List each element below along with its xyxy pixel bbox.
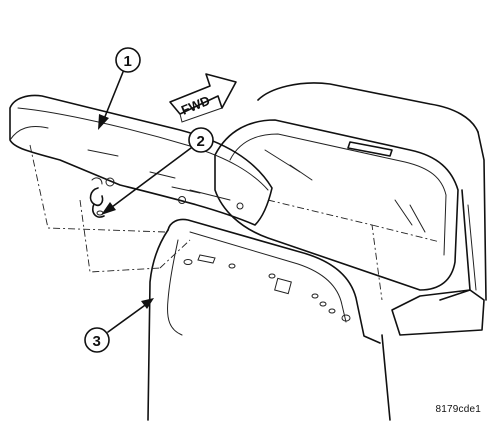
callout-2-circle <box>188 127 214 153</box>
callout-2: 2 <box>101 127 214 215</box>
callout-3-label: 3 <box>93 333 101 350</box>
washer-hose-connector <box>89 187 105 218</box>
callout-1-label: 1 <box>124 53 132 70</box>
fwd-direction-arrow: FWD <box>169 73 237 123</box>
figure-id: 8179cde1 <box>435 404 481 415</box>
installation-phantom-lines <box>29 144 441 301</box>
callout-3: 3 <box>84 298 154 353</box>
vehicle-body <box>147 82 487 421</box>
callout-3-circle <box>84 327 110 353</box>
callout-2-label: 2 <box>197 133 205 150</box>
callout-1: 1 <box>98 47 141 130</box>
rear-spoiler <box>9 94 273 226</box>
callout-1-circle <box>115 47 141 73</box>
